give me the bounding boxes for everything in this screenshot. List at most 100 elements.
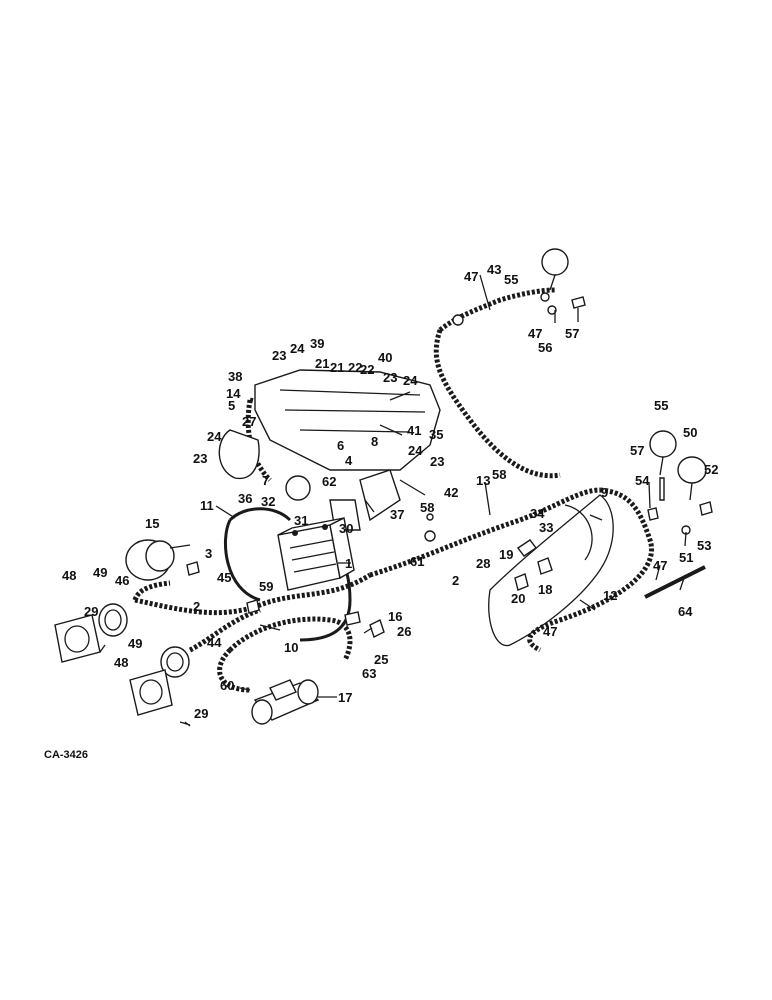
callout-28: 28 [476, 556, 490, 571]
callout-51: 51 [679, 550, 693, 565]
generator [218, 429, 260, 480]
small-hardware [99, 292, 713, 727]
rear-light-top [541, 248, 569, 291]
leader-lines [215, 274, 687, 698]
callout-57a: 57 [565, 326, 579, 341]
callout-32: 32 [261, 494, 275, 509]
callout-4: 4 [345, 453, 353, 468]
battery [277, 516, 355, 591]
callout-21b: 21 [330, 360, 344, 375]
callout-44: 44 [207, 635, 222, 650]
callout-2-right: 2 [452, 573, 459, 588]
callout-47b: 47 [528, 326, 542, 341]
callout-14: 14 [226, 386, 241, 401]
callout-24b: 24 [403, 373, 418, 388]
distributor [285, 475, 311, 501]
callout-25: 25 [374, 652, 388, 667]
rear-light-right-55 [649, 430, 677, 476]
callout-49b: 49 [128, 636, 142, 651]
starter-motor [251, 679, 320, 725]
headlight-left-upper [125, 539, 191, 581]
callout-59: 59 [259, 579, 273, 594]
callout-40: 40 [378, 350, 392, 365]
callout-15: 15 [145, 516, 159, 531]
callout-48a: 48 [62, 568, 76, 583]
callout-60: 60 [220, 678, 234, 693]
callout-31: 31 [294, 513, 308, 528]
callout-57b: 57 [630, 443, 644, 458]
callout-26: 26 [397, 624, 411, 639]
callout-22a: 22 [348, 360, 362, 375]
callout-27: 27 [242, 414, 256, 429]
callout-34: 34 [530, 506, 545, 521]
callout-2-left: 2 [193, 599, 200, 614]
callout-36: 36 [238, 491, 252, 506]
callout-54: 54 [635, 473, 650, 488]
rear-light-right-50 [677, 456, 707, 501]
callout-47c: 47 [653, 558, 667, 573]
callout-1: 1 [345, 556, 352, 571]
callout-21a: 21 [315, 356, 329, 371]
callout-23a: 23 [272, 348, 286, 363]
callout-45: 45 [217, 570, 231, 585]
callout-9: 9 [601, 485, 608, 500]
callout-37: 37 [390, 507, 404, 522]
drawing-code: CA-3426 [44, 749, 88, 761]
callout-20: 20 [511, 591, 525, 606]
callout-64: 64 [678, 604, 693, 619]
rear-fender [488, 494, 614, 647]
callout-16: 16 [388, 609, 402, 624]
callout-55a: 55 [504, 272, 518, 287]
callout-42: 42 [444, 485, 458, 500]
callout-48b: 48 [114, 655, 128, 670]
callout-52: 52 [704, 462, 718, 477]
sealed-beam-upper [98, 603, 128, 637]
callout-61: 61 [410, 554, 424, 569]
callout-63: 63 [362, 666, 376, 681]
callout-38: 38 [228, 369, 242, 384]
callout-24d: 24 [408, 443, 423, 458]
callout-46: 46 [115, 573, 129, 588]
callout-29a: 29 [84, 604, 98, 619]
callout-47d: 47 [543, 624, 557, 639]
callout-23c: 23 [193, 451, 207, 466]
callout-39: 39 [310, 336, 324, 351]
callout-11: 11 [200, 498, 214, 513]
callout-24c: 24 [207, 429, 222, 444]
callout-5: 5 [228, 398, 235, 413]
lamp-bezel-lower [129, 669, 173, 716]
callout-62: 62 [322, 474, 336, 489]
callout-6: 6 [337, 438, 344, 453]
callout-18: 18 [538, 582, 552, 597]
callout-23b: 23 [383, 370, 397, 385]
callout-56: 56 [538, 340, 552, 355]
callout-24a: 24 [290, 341, 305, 356]
callout-47a: 47 [464, 269, 478, 284]
callout-8: 8 [371, 434, 378, 449]
callout-30: 30 [339, 521, 353, 536]
callout-50: 50 [683, 425, 697, 440]
callout-58a: 58 [492, 467, 506, 482]
callout-33: 33 [539, 520, 553, 535]
callout-29b: 29 [194, 706, 208, 721]
callout-labels: 1 2 2 3 4 5 6 7 8 9 10 11 12 13 14 15 16… [62, 262, 718, 721]
callout-17: 17 [338, 690, 352, 705]
harness-wires [132, 287, 654, 693]
sealed-beam-lower [160, 646, 190, 678]
engine-block [218, 369, 441, 531]
callout-49a: 49 [93, 565, 107, 580]
callout-55b: 55 [654, 398, 668, 413]
callout-41: 41 [407, 423, 421, 438]
callout-3: 3 [205, 546, 212, 561]
callout-23d: 23 [430, 454, 444, 469]
callout-58b: 58 [420, 500, 434, 515]
battery-cable [223, 507, 292, 602]
callout-13: 13 [476, 473, 490, 488]
callout-35: 35 [429, 427, 443, 442]
callout-43: 43 [487, 262, 501, 277]
lamp-bezel-upper [54, 614, 101, 663]
harness-64 [644, 565, 706, 599]
callout-12: 12 [603, 588, 617, 603]
